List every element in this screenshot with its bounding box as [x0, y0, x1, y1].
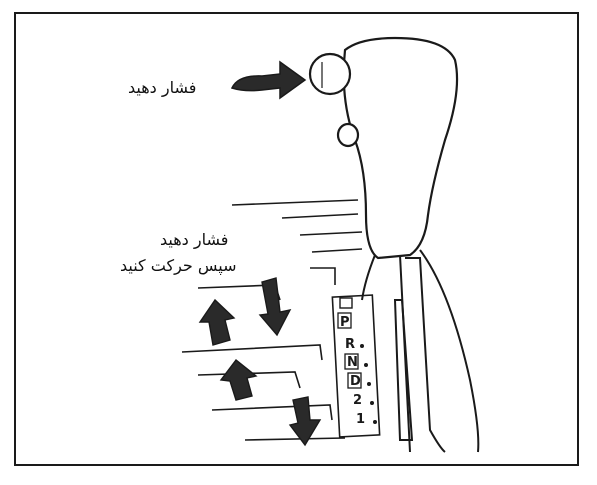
up-arrow-icon	[221, 360, 256, 400]
gear-position-n: N	[347, 355, 358, 370]
shift-lever-handle	[310, 38, 457, 258]
move-instruction-label: سپس حرکت کنید	[120, 256, 237, 276]
gear-position-2: 2	[353, 393, 362, 408]
up-arrow-icon	[200, 300, 234, 345]
push-arrow-icon	[232, 62, 305, 98]
gear-position-1: 1	[356, 412, 365, 427]
press-instruction-label: فشار دهید	[160, 230, 228, 250]
gear-position-d: D	[350, 374, 361, 389]
down-arrow-icon	[260, 278, 290, 335]
gear-position-r: R	[345, 337, 355, 352]
gear-indicator-strip: P R N D 2 1	[332, 295, 379, 437]
shift-direction-arrows	[200, 278, 320, 445]
press-instruction-label: فشار دهید	[128, 78, 196, 98]
